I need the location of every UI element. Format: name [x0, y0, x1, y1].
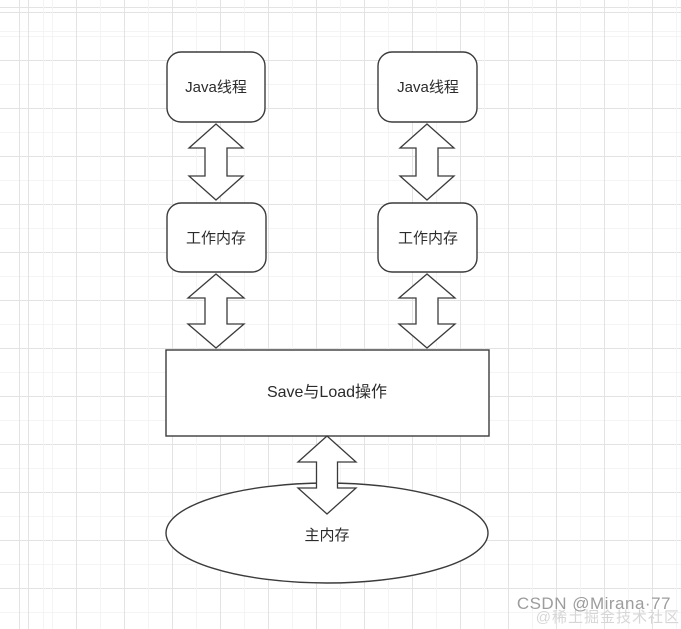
working-memory-left-label: 工作内存	[186, 230, 246, 247]
double-arrow-java-working-left	[187, 123, 245, 201]
double-arrow-working-saveload-right	[397, 273, 457, 349]
working-memory-left-shape	[166, 202, 267, 273]
working-memory-right-label: 工作内存	[398, 230, 458, 247]
juejin-watermark: @稀土掘金技术社区	[535, 609, 680, 626]
node-java-thread-left: Java线程	[166, 51, 266, 123]
java-thread-left-label: Java线程	[185, 79, 247, 96]
java-thread-right-shape	[377, 51, 478, 123]
working-memory-right-shape	[377, 202, 478, 273]
double-arrow-saveload-mainmemory	[296, 435, 358, 515]
save-load-label: Save与Load操作	[267, 383, 387, 401]
save-load-shape	[165, 349, 490, 437]
java-thread-right-label: Java线程	[397, 79, 459, 96]
csdn-watermark: CSDN @Mirana·77	[516, 594, 671, 613]
node-java-thread-right: Java线程	[377, 51, 478, 123]
double-arrow-java-working-right	[398, 123, 456, 201]
node-working-memory-right: 工作内存	[377, 202, 478, 273]
double-arrow-working-saveload-left	[186, 273, 246, 349]
node-working-memory-left: 工作内存	[166, 202, 267, 273]
main-memory-label: 主内存	[304, 527, 349, 544]
node-save-load: Save与Load操作	[165, 349, 490, 437]
java-thread-left-shape	[166, 51, 266, 123]
